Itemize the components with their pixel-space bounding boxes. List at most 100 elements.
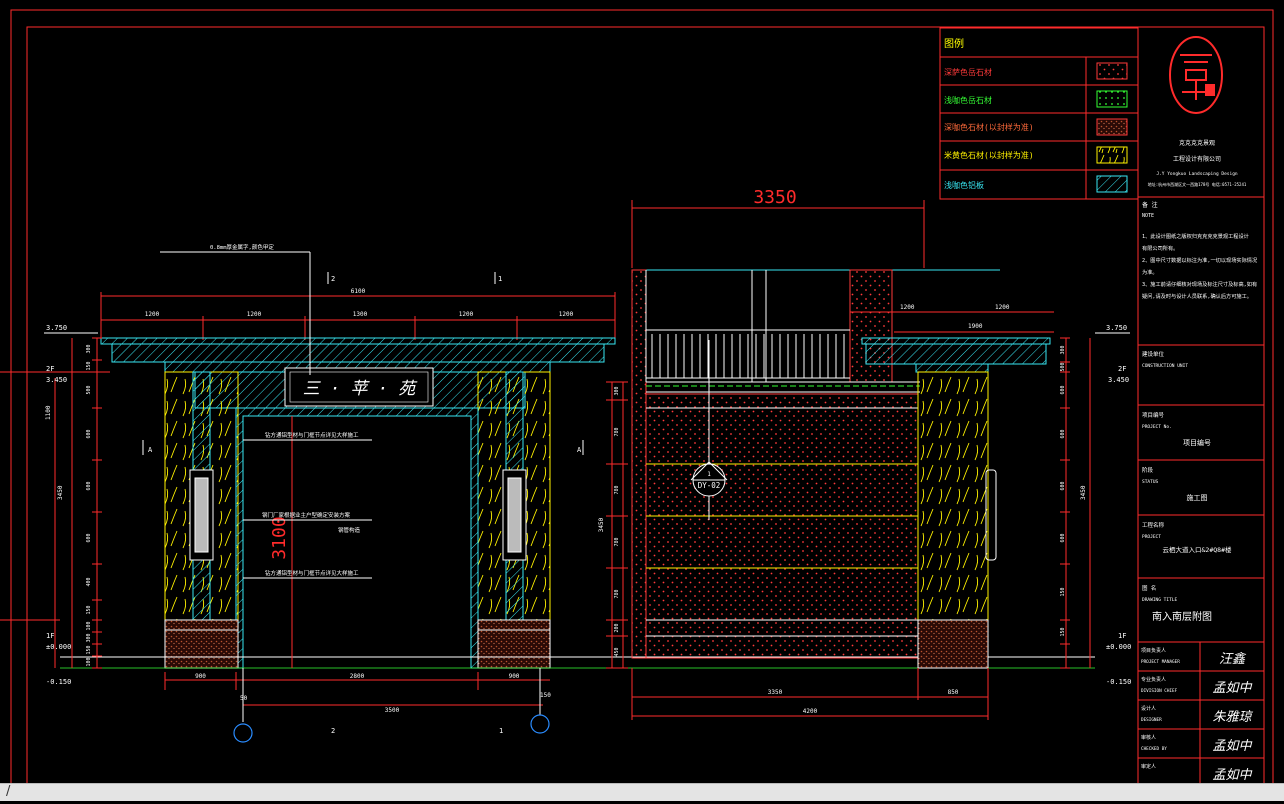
- level-markers-right: 3.750 2F 3.450 1F ±0.000 -0.150: [1095, 324, 1131, 686]
- dim-label: 600: [1060, 385, 1066, 394]
- dim-label: 600: [1060, 481, 1066, 490]
- top-dimension-chain: 1200 1200 1300 1200 1200: [100, 311, 574, 340]
- dim-right-overall: 3350: [753, 187, 796, 208]
- construction-unit-label-en: CONSTRUCTION UNIT: [1142, 363, 1188, 369]
- note-2: 钢门厂家根据业主户型确定安装方案: [262, 511, 351, 519]
- command-line-bar[interactable]: /: [0, 783, 1284, 801]
- dim-label: 900: [195, 673, 206, 680]
- note-1: 钻方通铝型材与门框节点详见大样施工: [265, 431, 359, 439]
- signature: 孟如中: [1212, 681, 1252, 696]
- stone-wall: [645, 393, 919, 659]
- dim-label: 1300: [353, 311, 368, 318]
- dim-label: 100: [86, 621, 92, 630]
- dim-label: 100: [86, 657, 92, 666]
- dim-bottom: 850: [948, 689, 959, 696]
- signature: 孟如中: [1212, 768, 1252, 783]
- sign-role-en: PROJECT MANAGER: [1141, 659, 1180, 665]
- section-mark: 1: [498, 275, 502, 283]
- cap-fascia: [111, 343, 605, 363]
- drawing-title-value: 南入南层附图: [1152, 610, 1212, 623]
- note-line: 3、施工前请仔细核对现场及标注尺寸及标高,如有: [1142, 280, 1257, 288]
- dim-sub: 1900: [968, 323, 983, 330]
- right-lamp-glass: [507, 477, 522, 553]
- dim-label: 150: [86, 605, 92, 614]
- dim-bottom-overall: 4200: [803, 708, 818, 715]
- company-name-2: 工程设计有限公司: [1173, 155, 1221, 163]
- note-line: 有限公司所有。: [1142, 244, 1178, 252]
- svg-text:2F: 2F: [46, 365, 54, 373]
- dim-gate-height: 3100: [269, 516, 290, 559]
- note-line: 疑问,请及时与设计人员联系,确认后方可施工。: [1142, 292, 1252, 300]
- dim-label: 600: [86, 481, 92, 490]
- dim-label: 150: [86, 645, 92, 654]
- sign-role-en: DESIGNER: [1141, 717, 1162, 723]
- dim-label: 300: [1060, 345, 1066, 354]
- company-logo: [1169, 36, 1223, 114]
- sign-role: 审定人: [1141, 763, 1156, 770]
- canopy-fascia: [865, 343, 1047, 365]
- dim-label: 780: [614, 427, 620, 436]
- section-column: [849, 269, 893, 383]
- right-section-base: [917, 619, 989, 669]
- dim-label: 780: [614, 589, 620, 598]
- note-title: 备 注: [1142, 201, 1158, 209]
- dim-label: 1200: [559, 311, 574, 318]
- dim-label: 1200: [145, 311, 160, 318]
- dim-label: 3450: [598, 517, 605, 532]
- sign-role: 审核人: [1141, 734, 1156, 741]
- legend-swatch: [1096, 175, 1128, 193]
- dim-label: 400: [86, 577, 92, 586]
- svg-text:-0.150: -0.150: [1106, 678, 1131, 686]
- signboard-text: 三 · 苹 · 苑: [303, 379, 418, 399]
- note-line: 1、此设计图纸之版权归克克克克景观工程设计: [1142, 232, 1249, 240]
- note-line: 2、图中尺寸数据以标注为准,一切以现场实际情况: [1142, 256, 1258, 264]
- dim-label: 300: [86, 633, 92, 642]
- project-value: 云栖大道入口&2#Q8#楼: [1163, 545, 1232, 554]
- project-label-en: PROJECT: [1142, 534, 1161, 540]
- title-block: 克克克克景观 工程设计有限公司 J.Y Yongkuo Landscaping …: [1137, 27, 1264, 788]
- note-metal-letters: 0.8mm厚金属字,颜色甲定: [210, 243, 274, 251]
- section-a: A: [148, 446, 153, 454]
- left-lamp-glass: [194, 477, 209, 553]
- section-mark: 2: [331, 727, 335, 735]
- dim-label: 1200: [459, 311, 474, 318]
- dim-label: 150: [86, 361, 92, 370]
- dim-label: 300: [614, 386, 620, 395]
- legend-item-label: 深咖色石材(以封样为准): [944, 122, 1034, 132]
- dim-label: 600: [86, 533, 92, 542]
- dim-label: 1200: [247, 311, 262, 318]
- dim-small: 150: [540, 692, 551, 699]
- section-mark: 1: [499, 727, 503, 735]
- dim-top: 1200: [900, 304, 915, 311]
- note-title-en: NOTE: [1142, 213, 1154, 219]
- dim-small: 50: [240, 695, 248, 702]
- dim-label: 600: [1060, 429, 1066, 438]
- dim-label: 1100: [45, 405, 52, 420]
- status-label-en: STATUS: [1142, 479, 1159, 485]
- signature: 孟如中: [1212, 739, 1252, 754]
- right-section: 3350 1 DY-02: [598, 187, 1131, 720]
- sign-role: 专业负责人: [1141, 676, 1166, 683]
- dim-bottom-overall: 3500: [385, 707, 400, 714]
- project-no-value: 项目编号: [1183, 438, 1211, 447]
- legend-title: 图例: [944, 37, 964, 50]
- note-4: 钻方通铝型材与门框节点详见大样施工: [265, 569, 359, 577]
- project-label: 工程名称: [1142, 521, 1165, 529]
- dim-label: 900: [509, 673, 520, 680]
- dim-label: 600: [1060, 533, 1066, 542]
- note-3: 钢管构造: [338, 526, 361, 534]
- construction-unit-label: 建设单位: [1142, 350, 1165, 358]
- signature: 汪鑫: [1219, 651, 1247, 667]
- callout-label: DY-02: [698, 481, 721, 490]
- drawing-title-label-en: DRAWING TITLE: [1142, 597, 1178, 603]
- axis-bubble: [233, 723, 253, 743]
- balustrade: [646, 334, 850, 379]
- dim-label: 150: [1060, 627, 1066, 636]
- svg-text:1F: 1F: [1118, 632, 1126, 640]
- notes-list: 1、此设计图纸之版权归克克克克景观工程设计 有限公司所有。 2、图中尺寸数据以标注…: [1142, 232, 1258, 300]
